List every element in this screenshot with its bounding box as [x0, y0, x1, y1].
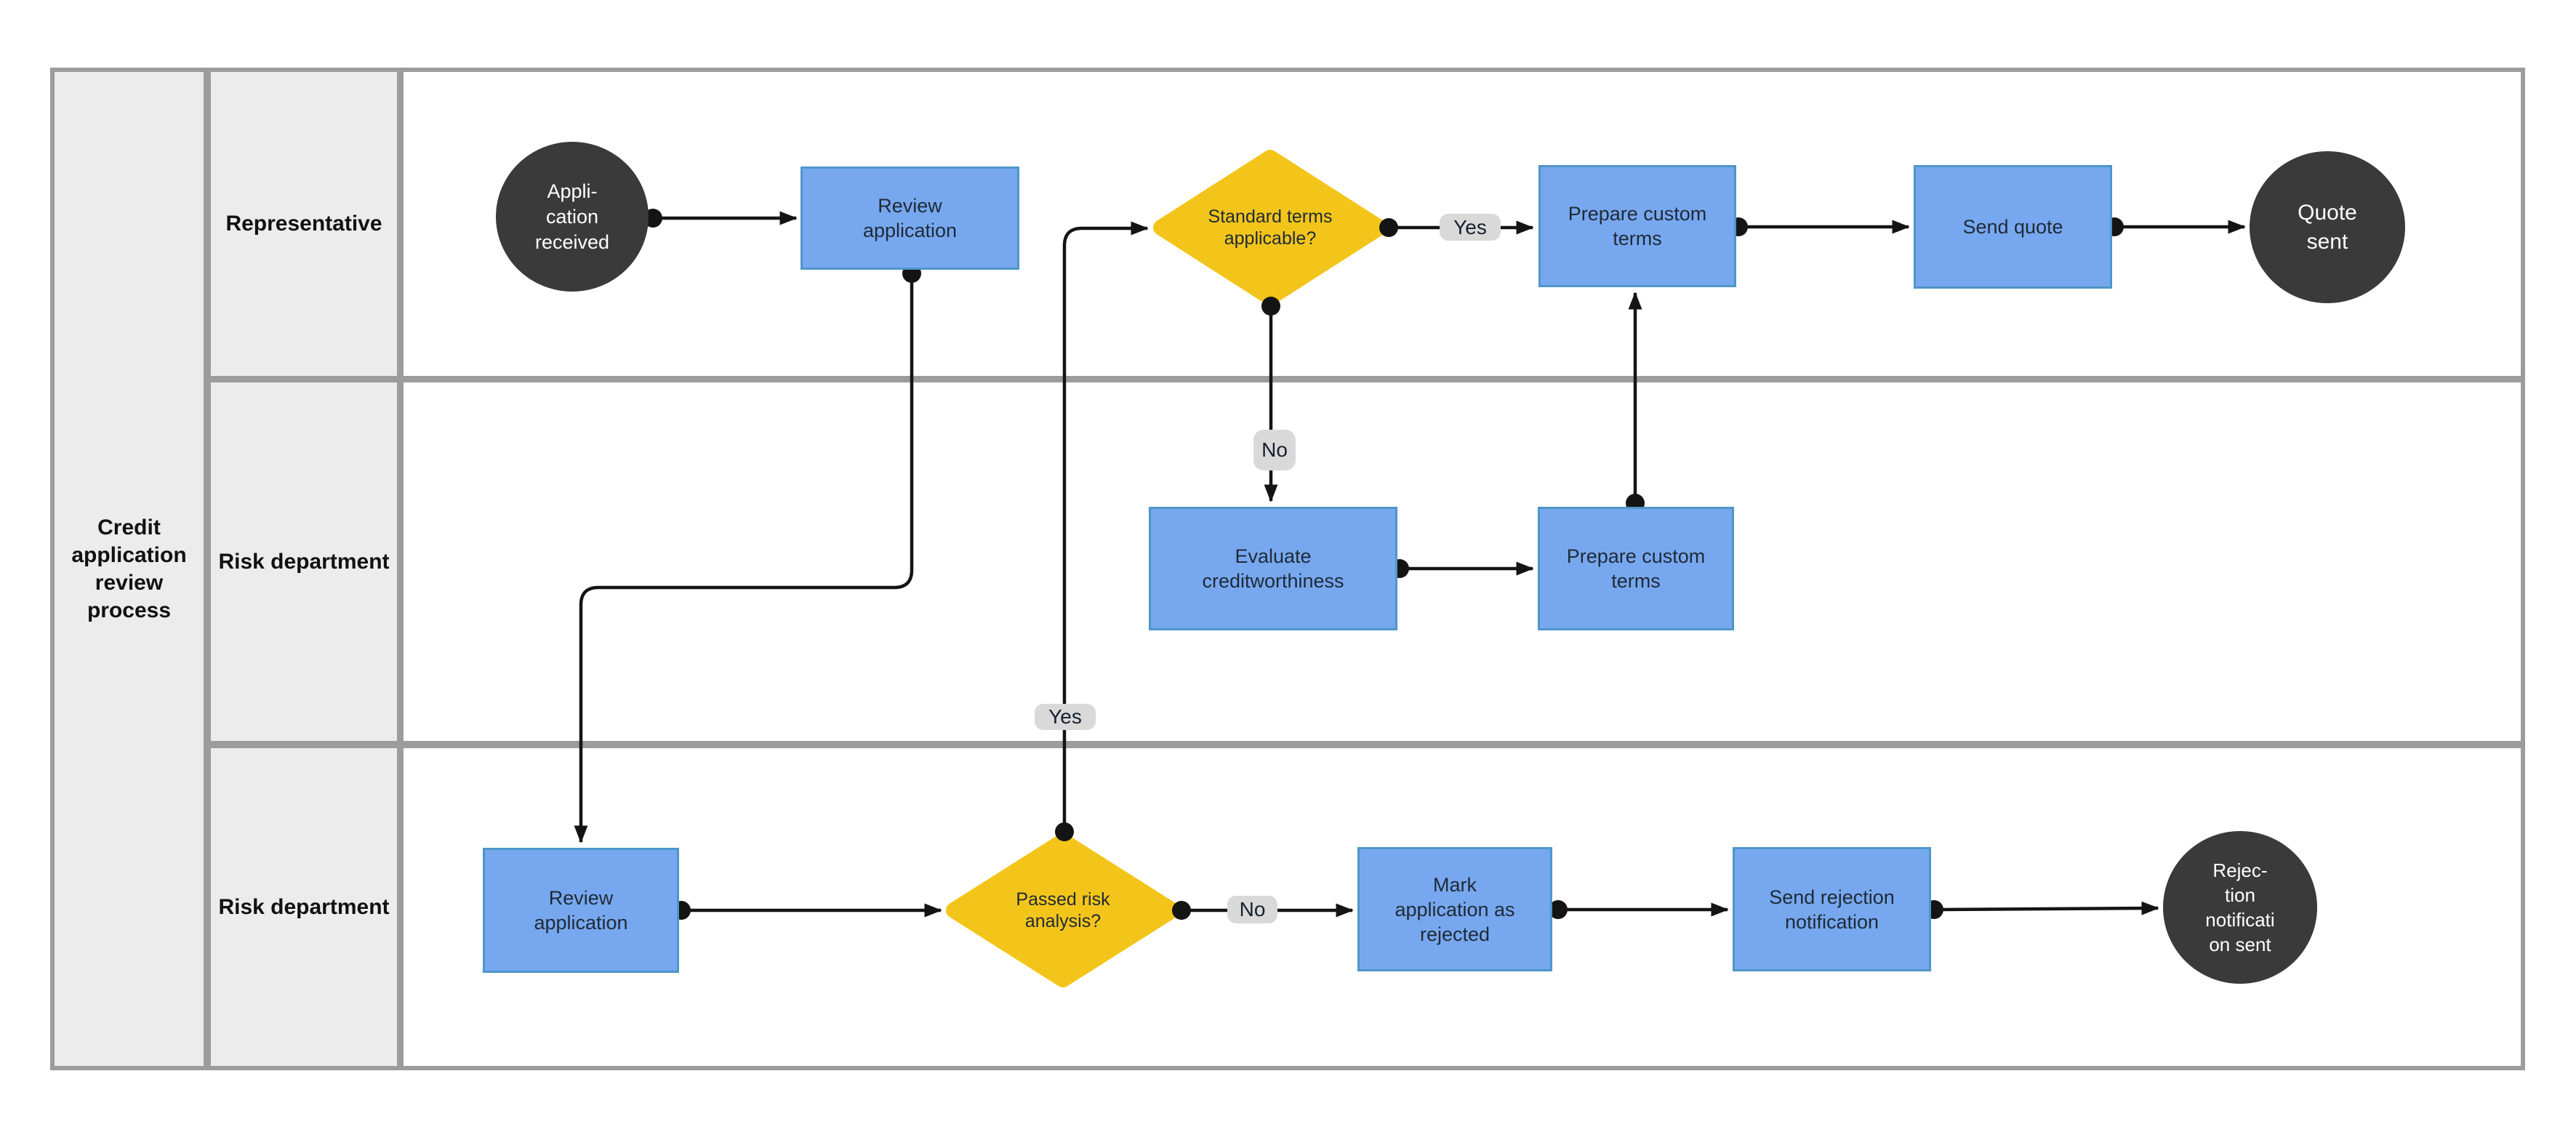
- task-send-rejection-notification[interactable]: Send rejection notification: [1733, 847, 1931, 971]
- lane-label: Representative: [225, 212, 382, 236]
- decision-standard-terms[interactable]: [1153, 150, 1387, 305]
- end-event-rejection-notification-sent[interactable]: Rejec- tion notificati on sent: [2163, 831, 2317, 984]
- task-evaluate-creditworthiness[interactable]: Evaluate creditworthiness: [1149, 507, 1397, 630]
- pool-title: Credit application review process: [71, 515, 187, 622]
- lane-label: Risk department: [218, 549, 390, 574]
- task-send-quote[interactable]: Send quote: [1914, 165, 2112, 289]
- edge-label-no-standard-terms[interactable]: No: [1253, 430, 1296, 470]
- edge-sendrejection-to-sent[interactable]: [1933, 901, 2159, 915]
- edge-label-yes-standard-terms[interactable]: Yes: [1440, 214, 1501, 241]
- connector-anchor-dot: [1172, 901, 1191, 920]
- connector-anchor-dot: [1055, 822, 1074, 841]
- edge-label-yes-passed-risk[interactable]: Yes: [1035, 704, 1096, 730]
- connector-anchor-dot: [1261, 297, 1280, 316]
- pool-title-cell[interactable]: Credit application review process: [55, 72, 204, 1066]
- lane-risk-department-2[interactable]: Risk department: [211, 748, 397, 1066]
- column-divider: [204, 72, 211, 1066]
- connector-anchor-dot: [1379, 218, 1398, 237]
- connector-anchor-dot: [1549, 900, 1568, 919]
- task-mark-application-rejected[interactable]: Mark application as rejected: [1357, 847, 1552, 971]
- edge-review1-to-review2[interactable]: [574, 273, 914, 843]
- task-review-application-2[interactable]: Review application: [483, 848, 679, 973]
- task-prepare-custom-terms-1[interactable]: Prepare custom terms: [1538, 165, 1736, 287]
- lane-label-column: [211, 72, 397, 1066]
- edge-label-no-passed-risk[interactable]: No: [1227, 896, 1277, 923]
- start-event-application-received[interactable]: Appli- cation received: [496, 142, 649, 292]
- edge-passed-risk-yes[interactable]: [1062, 221, 1149, 832]
- decision-passed-risk[interactable]: [946, 833, 1180, 987]
- lane-representative[interactable]: Representative: [211, 72, 397, 376]
- lane-divider: [211, 376, 2521, 382]
- lane-risk-department-1[interactable]: Risk department: [211, 382, 397, 741]
- end-event-quote-sent[interactable]: Quote sent: [2250, 151, 2405, 303]
- lane-divider: [211, 741, 2521, 748]
- column-divider: [397, 72, 404, 1066]
- pool-frame: [50, 68, 2525, 1070]
- task-review-application-1[interactable]: Review application: [801, 167, 1019, 270]
- task-prepare-custom-terms-2[interactable]: Prepare custom terms: [1538, 507, 1734, 630]
- lane-label: Risk department: [218, 894, 390, 919]
